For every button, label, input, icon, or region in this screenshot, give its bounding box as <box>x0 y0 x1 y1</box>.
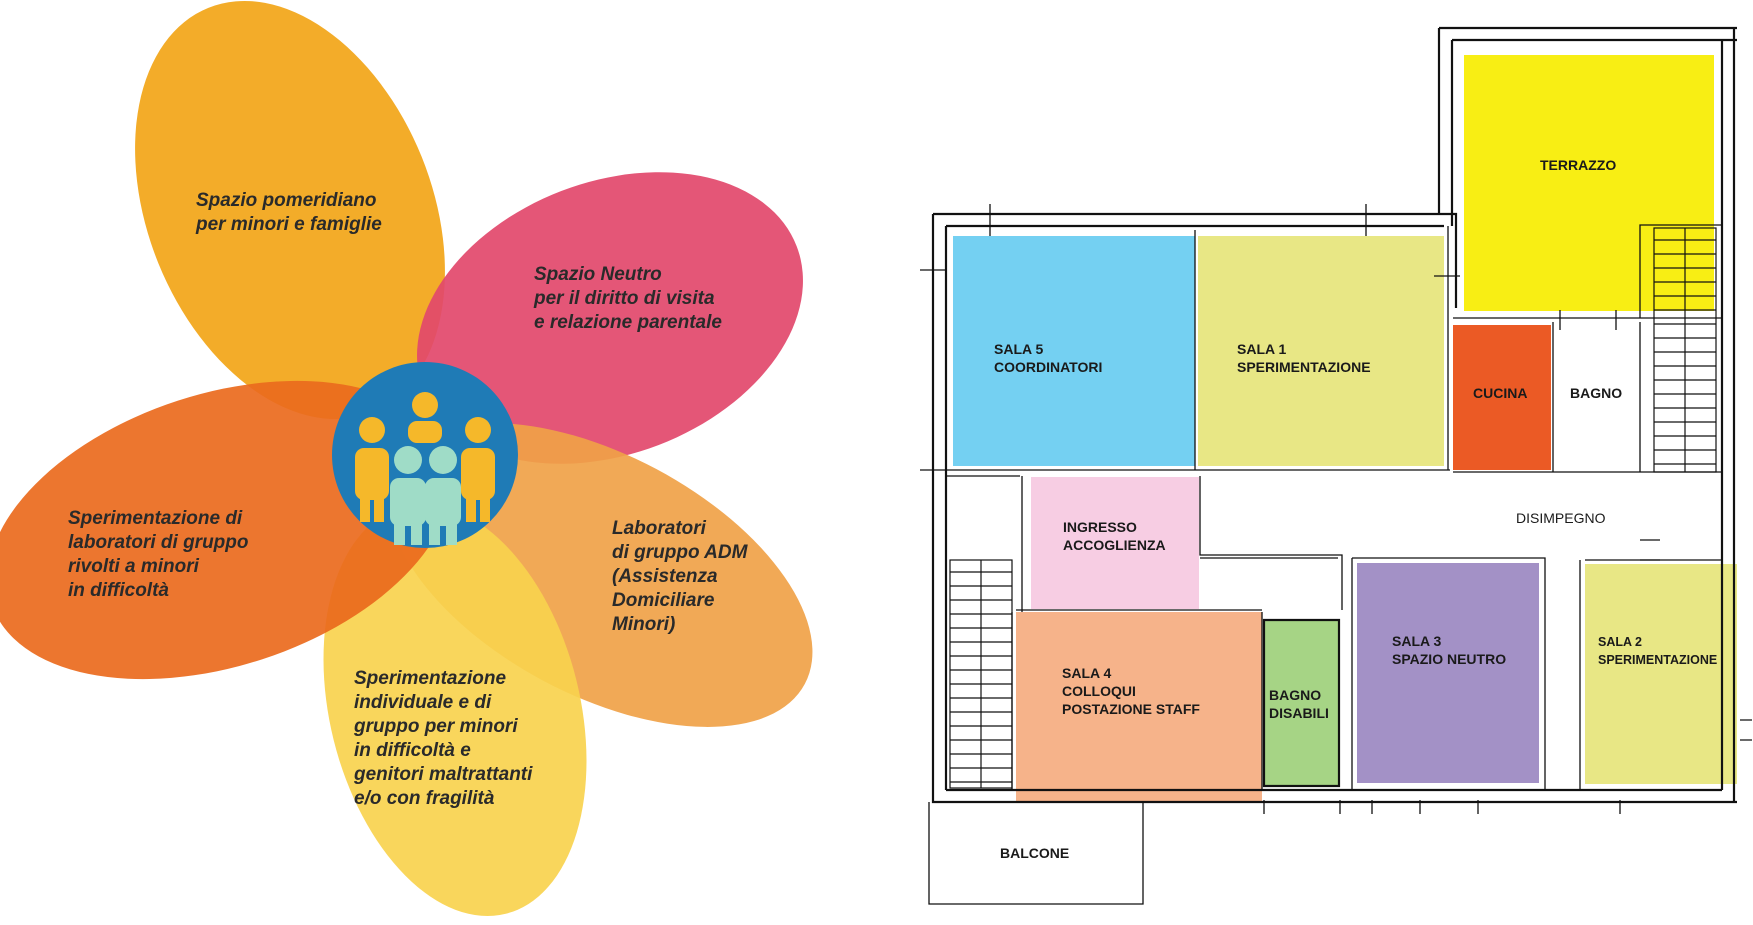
people-group-icon <box>332 362 518 548</box>
room-sala-4-label: SALA 4 COLLOQUI POSTAZIONE STAFF <box>1062 665 1200 717</box>
room-label-line: COORDINATORI <box>994 359 1102 375</box>
room-label-line: SALA 5 <box>994 341 1043 357</box>
room-disimpegno-label: DISIMPEGNO <box>1516 510 1606 526</box>
petal-label-line: in difficoltà <box>68 580 169 601</box>
petal-label-line: laboratori di gruppo <box>68 532 249 553</box>
petal-pomeridiano <box>135 0 445 420</box>
petal-individuale-label: Sperimentazione individuale e di gruppo pe… <box>353 668 533 809</box>
petal-label-line: (Assistenza <box>612 566 718 587</box>
petal-label-line: genitori maltrattanti <box>353 764 533 785</box>
petal-label-line: per minori e famiglie <box>195 214 382 235</box>
petal-pomeridiano-label: Spazio pomeridiano per minori e famiglie <box>195 190 382 235</box>
room-cucina-label: CUCINA <box>1473 385 1527 401</box>
room-label-line: COLLOQUI <box>1062 683 1136 699</box>
stair-treads <box>1654 239 1716 465</box>
room-label-line: INGRESSO <box>1063 519 1137 535</box>
petal-laboratori-label: Sperimentazione di laboratori di gruppo ri… <box>68 508 249 601</box>
room-label-line: DISABILI <box>1269 705 1329 721</box>
room-ingresso <box>1031 477 1199 609</box>
petal-label-line: rivolti a minori <box>68 556 200 577</box>
room-label-line: DISIMPEGNO <box>1516 510 1606 526</box>
room-sala-2 <box>1585 564 1737 784</box>
petal-neutro-label: Spazio Neutro per il diritto di visita e r… <box>533 264 722 333</box>
room-sala-3-label: SALA 3 SPAZIO NEUTRO <box>1392 633 1506 667</box>
petal-label-line: Sperimentazione di <box>68 508 243 529</box>
petal-label-line: Minori) <box>612 614 675 635</box>
petal-label-line: gruppo per minori <box>353 716 518 737</box>
room-balcone-label: BALCONE <box>1000 845 1069 861</box>
room-terrazzo <box>1464 55 1714 311</box>
room-cucina <box>1453 325 1551 470</box>
room-label-line: SPAZIO NEUTRO <box>1392 651 1506 667</box>
room-sala-2-label: SALA 2 SPERIMENTAZIONE <box>1598 635 1717 667</box>
room-bagno-label: BAGNO <box>1570 385 1622 401</box>
room-label-line: POSTAZIONE STAFF <box>1062 701 1200 717</box>
petal-label-line: Spazio Neutro <box>534 264 662 285</box>
room-bagno-disabili <box>1264 620 1339 786</box>
room-label-line: SALA 2 <box>1598 635 1642 649</box>
room-label-line: SPERIMENTAZIONE <box>1237 359 1371 375</box>
room-sala-5 <box>953 236 1195 466</box>
petal-label-line: per il diritto di visita <box>533 288 715 309</box>
petal-label-line: e/o con fragilità <box>354 788 495 809</box>
room-label-line: ACCOGLIENZA <box>1063 537 1166 553</box>
room-terrazzo-label: TERRAZZO <box>1540 157 1616 173</box>
room-label-line: TERRAZZO <box>1540 157 1616 173</box>
room-label-line: BAGNO <box>1269 687 1321 703</box>
room-label-line: BALCONE <box>1000 845 1069 861</box>
floor-plan: SALA 5 COORDINATORI SALA 1 SPERIMENTAZIONE… <box>920 26 1752 905</box>
room-label-line: SALA 4 <box>1062 665 1111 681</box>
petal-label-line: e relazione parentale <box>534 312 722 333</box>
petal-label-line: Laboratori <box>612 518 707 539</box>
stair-treads <box>950 571 1012 783</box>
room-label-line: CUCINA <box>1473 385 1527 401</box>
petal-label-line: in difficoltà e <box>354 740 471 761</box>
room-label-line: SPERIMENTAZIONE <box>1598 653 1717 667</box>
petal-label-line: individuale e di <box>354 692 492 713</box>
room-ingresso-label: INGRESSO ACCOGLIENZA <box>1063 519 1166 553</box>
room-label-line: BAGNO <box>1570 385 1622 401</box>
room-bagno-disabili-label: BAGNO DISABILI <box>1269 687 1329 721</box>
petal-label-line: Spazio pomeridiano <box>196 190 377 211</box>
room-sala-5-label: SALA 5 COORDINATORI <box>994 341 1102 375</box>
petal-neutro <box>417 172 803 464</box>
room-label-line: SALA 3 <box>1392 633 1441 649</box>
petal-label-line: Sperimentazione <box>354 668 506 689</box>
room-sala-3 <box>1357 563 1539 783</box>
petal-label-line: Domiciliare <box>612 590 715 611</box>
room-label-line: SALA 1 <box>1237 341 1286 357</box>
room-sala-4 <box>1016 612 1262 803</box>
petal-label-line: di gruppo ADM <box>612 542 749 563</box>
room-sala-1-label: SALA 1 SPERIMENTAZIONE <box>1237 341 1371 375</box>
petal-individuale <box>323 504 587 916</box>
room-sala-1 <box>1198 236 1444 466</box>
